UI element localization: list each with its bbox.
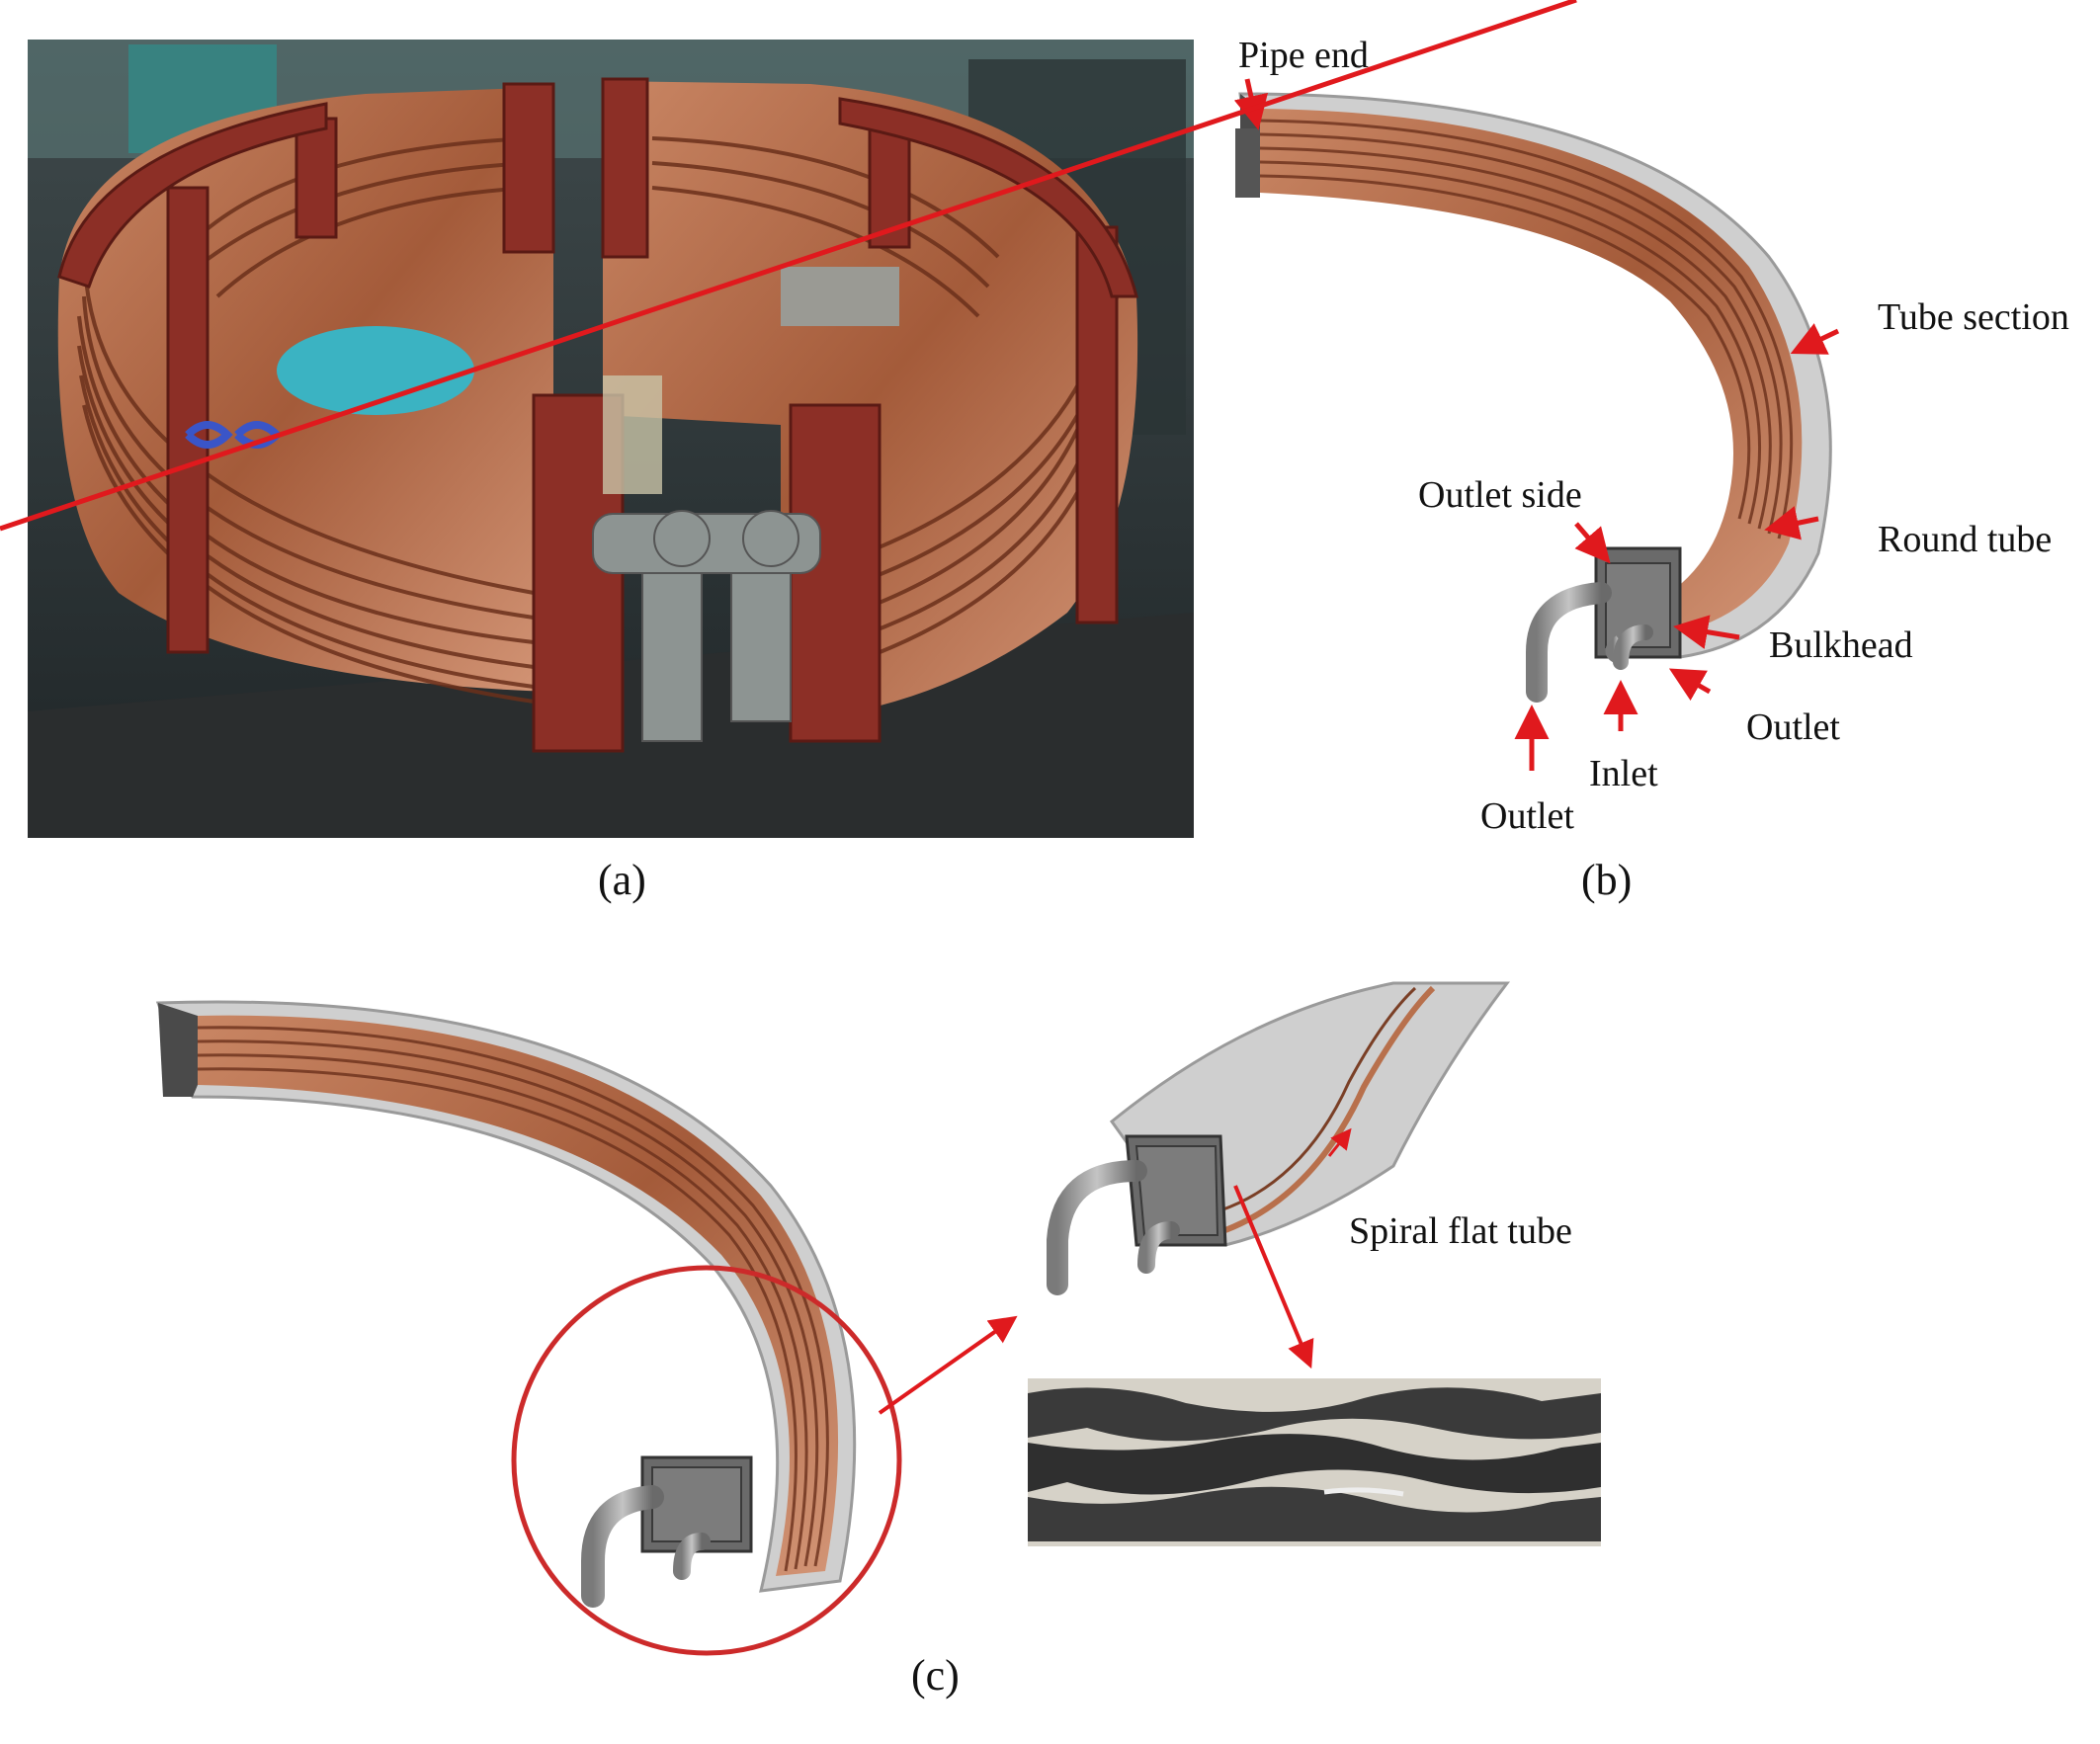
callout-spiral-flat-tube: Spiral flat tube	[1349, 1210, 1572, 1252]
callout-outlet-left: Outlet	[1480, 795, 1574, 837]
callout-tube-section: Tube section	[1878, 296, 2069, 338]
callout-inlet: Inlet	[1589, 753, 1658, 794]
c-flat-tube-photo	[1028, 1378, 1601, 1546]
panel-b-model: Pipe end Tube section Round tube Outlet …	[0, 0, 2069, 837]
callout-outlet-side: Outlet side	[1418, 474, 1582, 516]
b-outlet-pipe	[1526, 582, 1612, 703]
b-callout-arrows	[0, 0, 1840, 771]
c-zoom-view	[1047, 981, 1511, 1370]
c-zoom-arrow	[878, 1315, 1018, 1415]
callout-round-tube: Round tube	[1878, 519, 2052, 560]
photo-manifold	[592, 510, 821, 742]
c-zoom-circle	[511, 1265, 902, 1656]
panel-c-model: Spiral flat tube	[155, 981, 1601, 1656]
callout-pipe-end: Pipe end	[1238, 35, 1369, 76]
panel-a-label: (a)	[598, 856, 646, 904]
callout-bulkhead: Bulkhead	[1769, 624, 1913, 666]
b-round-tubes	[1260, 109, 1803, 632]
panel-b-label: (b)	[1581, 856, 1632, 904]
callout-outlet-right: Outlet	[1746, 706, 1840, 748]
panel-a-photo	[28, 40, 1194, 838]
panel-c-label: (c)	[911, 1651, 960, 1700]
photo-bucket	[277, 326, 474, 415]
c-outlet-pipe	[581, 1485, 664, 1608]
